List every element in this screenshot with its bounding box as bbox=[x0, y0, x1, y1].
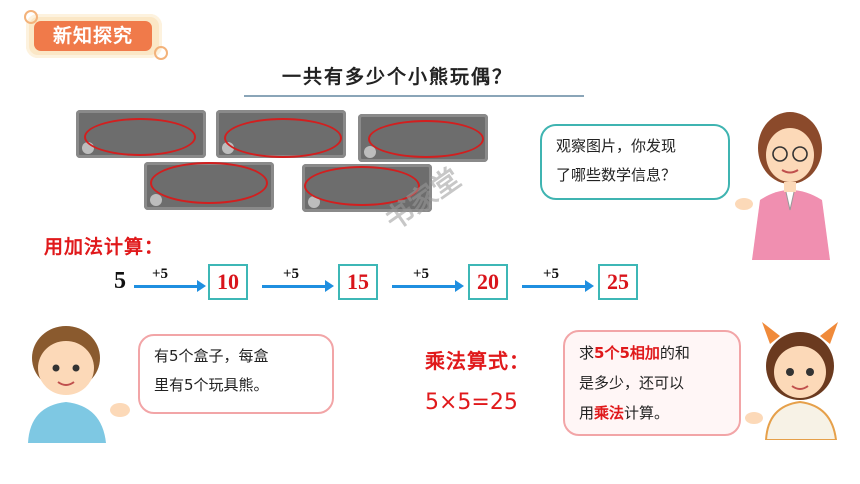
highlight-ring bbox=[304, 166, 420, 206]
girl-line1-highlight: 5个5相加 bbox=[594, 344, 660, 362]
girl-line3-c: 计算。 bbox=[624, 404, 670, 422]
arrow-2-icon bbox=[262, 280, 334, 292]
boy-illustration bbox=[28, 326, 130, 443]
girl-speech-bubble: 求5个5相加的和 是多少，还可以 用乘法计算。 bbox=[563, 330, 741, 436]
multiplication-equation: 5×5=25 bbox=[425, 390, 518, 415]
girl-line3-a: 用 bbox=[579, 404, 595, 422]
plus-step-2: +5 bbox=[283, 266, 300, 282]
start-number: 5 bbox=[114, 268, 126, 294]
badge-deco-icon bbox=[154, 46, 168, 60]
highlight-ring bbox=[84, 118, 196, 156]
section-badge-label: 新知探究 bbox=[34, 21, 152, 51]
teacher-bubble-line2: 了哪些数学信息？ bbox=[556, 166, 677, 184]
boy-bubble-line1: 有5个盒子，每盒 bbox=[154, 347, 269, 365]
girl-line3-highlight: 乘法 bbox=[594, 404, 625, 422]
girl-bubble-line2: 是多少，还可以 bbox=[579, 374, 685, 392]
girl-bubble-line3: 用乘法计算。 bbox=[579, 398, 725, 428]
question-underline bbox=[244, 95, 584, 97]
teacher-illustration bbox=[735, 112, 830, 260]
result-box-1: 10 bbox=[208, 264, 248, 300]
question-title: 一共有多少个小熊玩偶？ bbox=[282, 66, 514, 88]
bear-trays-photo bbox=[66, 104, 492, 224]
girl-illustration bbox=[745, 322, 838, 440]
arrow-3-icon bbox=[392, 280, 464, 292]
highlight-ring bbox=[368, 120, 484, 158]
addition-label: 用加法计算： bbox=[44, 236, 165, 258]
plus-step-4: +5 bbox=[543, 266, 560, 282]
arrow-1-icon bbox=[134, 280, 206, 292]
teacher-bubble-line1: 观察图片，你发现 bbox=[556, 137, 677, 155]
multiplication-label: 乘法算式： bbox=[425, 349, 530, 373]
teacher-speech-bubble: 观察图片，你发现 了哪些数学信息？ bbox=[540, 124, 730, 200]
girl-line1-a: 求 bbox=[579, 344, 595, 362]
result-box-4: 25 bbox=[598, 264, 638, 300]
boy-speech-bubble: 有5个盒子，每盒 里有5个玩具熊。 bbox=[138, 334, 334, 414]
badge-deco-icon bbox=[24, 10, 38, 24]
result-box-2: 15 bbox=[338, 264, 378, 300]
section-badge: 新知探究 bbox=[24, 10, 168, 60]
highlight-ring bbox=[150, 162, 268, 204]
plus-step-3: +5 bbox=[413, 266, 430, 282]
result-box-3: 20 bbox=[468, 264, 508, 300]
arrow-4-icon bbox=[522, 280, 594, 292]
girl-line1-c: 的和 bbox=[659, 344, 690, 362]
plus-step-1: +5 bbox=[152, 266, 169, 282]
highlight-ring bbox=[224, 118, 342, 158]
girl-bubble-line1: 求5个5相加的和 bbox=[579, 338, 725, 368]
boy-bubble-line2: 里有5个玩具熊。 bbox=[154, 376, 269, 394]
